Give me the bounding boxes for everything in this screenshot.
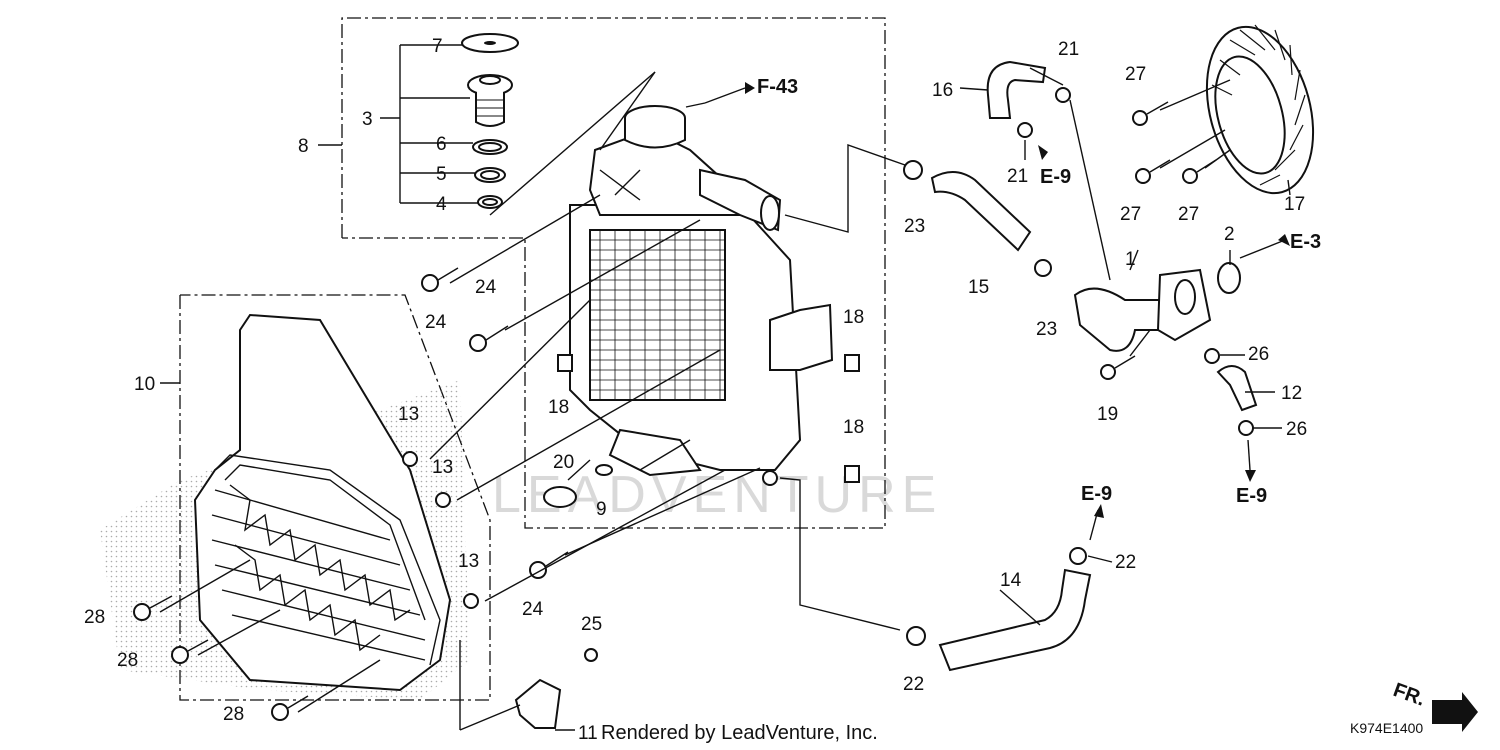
hose-15 (930, 171, 1032, 252)
label-2: 2 (1224, 224, 1235, 245)
ref-e9-lower: E-9 (1081, 483, 1112, 505)
label-26b: 26 (1286, 419, 1307, 440)
label-13c: 13 (458, 551, 479, 572)
label-27c: 27 (1178, 204, 1199, 225)
label-21a: 21 (1058, 39, 1079, 60)
ref-e3: E-3 (1290, 231, 1321, 253)
label-23a: 23 (904, 216, 925, 237)
label-22a: 22 (1115, 552, 1136, 573)
leader-lines (159, 44, 1291, 731)
label-26a: 26 (1248, 344, 1269, 365)
label-9: 9 (596, 499, 607, 520)
label-24c: 24 (522, 599, 544, 620)
label-13a: 13 (398, 404, 419, 425)
label-23b: 23 (1036, 319, 1057, 340)
label-7: 7 (432, 36, 443, 57)
label-13b: 13 (432, 457, 453, 478)
label-16: 16 (932, 80, 953, 101)
label-3: 3 (362, 109, 373, 130)
label-17: 17 (1284, 194, 1305, 215)
radiator-assembly (569, 105, 834, 486)
group-box-cap (341, 17, 886, 529)
label-14: 14 (1000, 570, 1022, 591)
label-24b: 24 (425, 312, 447, 333)
label-15: 15 (968, 277, 989, 298)
label-20: 20 (553, 452, 574, 473)
rendered-by-credit: Rendered by LeadVenture, Inc. (601, 722, 878, 744)
front-marker: FR. (1390, 679, 1428, 711)
part-labels: 7 3 6 5 4 8 10 13 13 13 24 24 24 18 18 1… (84, 36, 1307, 744)
label-24a: 24 (475, 277, 497, 298)
hose-16 (986, 60, 1047, 119)
label-18c: 18 (843, 417, 864, 438)
hose-12 (1216, 365, 1258, 412)
label-8: 8 (298, 136, 309, 157)
label-27b: 27 (1120, 204, 1141, 225)
label-5: 5 (436, 164, 447, 185)
label-11: 11 (578, 723, 598, 744)
ref-e9-right: E-9 (1236, 485, 1267, 507)
label-12: 12 (1281, 383, 1302, 404)
label-18b: 18 (843, 307, 864, 328)
label-28a: 28 (84, 607, 105, 628)
reference-codes: F-43 E-9 E-3 E-9 E-9 FR. K974E1400 (757, 76, 1428, 736)
label-22b: 22 (903, 674, 924, 695)
label-4: 4 (436, 194, 447, 215)
label-28b: 28 (117, 650, 138, 671)
label-10: 10 (134, 374, 155, 395)
radiator-shroud (193, 313, 452, 692)
reference-arrows (745, 82, 1478, 732)
label-1: 1 (1125, 249, 1136, 270)
label-28c: 28 (223, 704, 244, 725)
hose-14 (938, 568, 1092, 672)
water-pipe-1 (1073, 268, 1212, 352)
label-25: 25 (581, 614, 602, 635)
fasteners (133, 87, 1254, 729)
ref-f43: F-43 (757, 76, 798, 98)
label-27a: 27 (1125, 64, 1146, 85)
filler-cap-parts (461, 33, 519, 209)
cooling-fan (1205, 24, 1315, 195)
label-6: 6 (436, 134, 447, 155)
ref-e9-upper: E-9 (1040, 166, 1071, 188)
label-18a: 18 (548, 397, 569, 418)
label-19: 19 (1097, 404, 1118, 425)
front-arrow-icon (1432, 692, 1478, 732)
diagram-code: K974E1400 (1350, 720, 1423, 736)
label-21b: 21 (1007, 166, 1028, 187)
